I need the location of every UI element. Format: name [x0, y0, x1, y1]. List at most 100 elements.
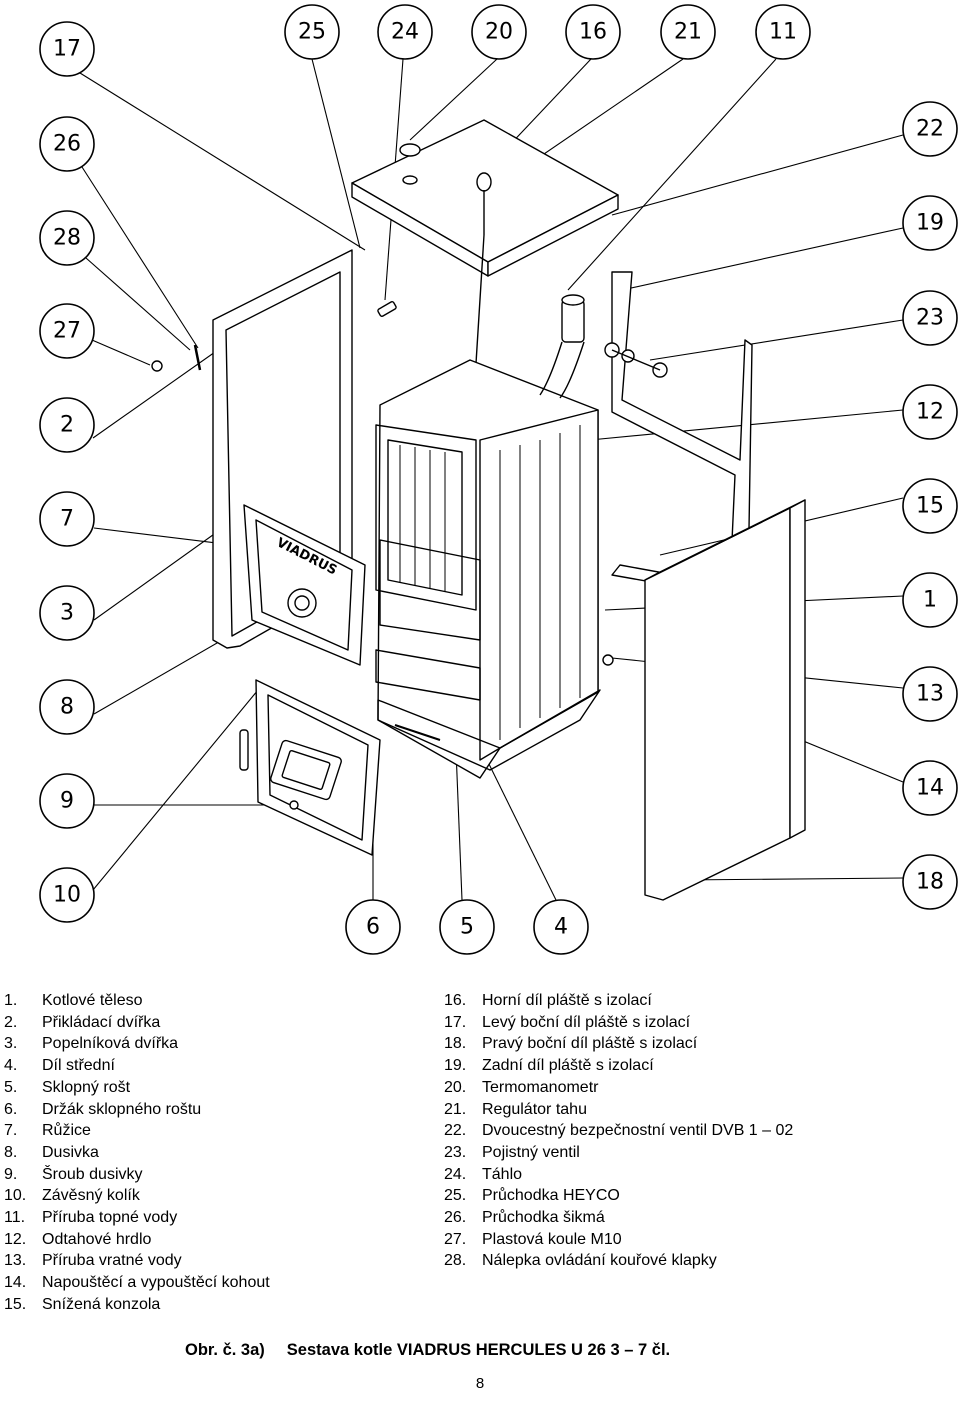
callout-14: 14: [916, 776, 944, 801]
boiler-base: [377, 689, 601, 771]
rosette: [287, 588, 317, 618]
callout-7: 7: [60, 507, 74, 532]
callout-11: 11: [769, 20, 797, 45]
legend-item-13: 13.Příruba vratné vody: [4, 1252, 182, 1270]
middle-section: [379, 539, 481, 641]
callout-9: 9: [60, 789, 74, 814]
callout-circle-20: [471, 4, 527, 60]
callout-1: 1: [923, 588, 937, 613]
callout-circle-9: [39, 773, 95, 829]
callout-2: 2: [60, 413, 74, 438]
cover-hole: [402, 175, 418, 185]
callout-23: 23: [916, 306, 944, 331]
callout-circle-15: [902, 478, 958, 534]
legend-item-10: 10.Závěsný kolík: [4, 1187, 140, 1205]
page-number: 8: [475, 1375, 485, 1392]
callout-circle-5: [439, 899, 495, 955]
callout-circle-27: [39, 303, 95, 359]
flue-outlet: [561, 299, 585, 343]
legend-item-18: 18.Pravý boční díl pláště s izolací: [444, 1035, 698, 1053]
callout-circle-16: [565, 4, 621, 60]
draught-regulator: [476, 172, 492, 192]
caption-title: Sestava kotle VIADRUS HERCULES U 26 3 – …: [286, 1341, 671, 1359]
legend-item-24: 24.Táhlo: [444, 1165, 523, 1183]
figure-caption: Obr. č. 3a) Sestava kotle VIADRUS HERCULE…: [185, 1341, 670, 1360]
callout-circle-19: [902, 195, 958, 251]
legend-item-21: 21.Regulátor tahu: [444, 1100, 587, 1118]
legend-item-14: 14.Napouštěcí a vypouštěcí kohout: [4, 1274, 270, 1292]
callout-24: 24: [391, 20, 419, 45]
grate-area: [375, 649, 481, 701]
callout-circle-28: [39, 210, 95, 266]
callout-circle-24: [377, 4, 433, 60]
callout-19: 19: [916, 211, 944, 236]
legend-item-27: 27.Plastová koule M10: [444, 1230, 622, 1248]
legend-item-22: 22.Dvoucestný bezpečnostní ventil DVB 1 …: [444, 1122, 794, 1140]
callout-15: 15: [916, 494, 944, 519]
thermometer-port: [399, 143, 421, 157]
callout-10: 10: [53, 883, 81, 908]
legend-item-12: 12.Odtahové hrdlo: [4, 1230, 152, 1248]
callout-5: 5: [460, 915, 474, 940]
legend-item-17: 17.Levý boční díl pláště s izolací: [444, 1013, 691, 1031]
callout-circle-11: [755, 4, 811, 60]
legend-item-5: 5.Sklopný rošt: [4, 1078, 131, 1096]
legend-item-4: 4.Díl střední: [4, 1057, 115, 1075]
callout-27: 27: [53, 319, 81, 344]
callout-circle-26: [39, 116, 95, 172]
legend-item-9: 9.Šroub dusivky: [4, 1165, 143, 1183]
right-side-panel: [644, 507, 791, 901]
callout-22: 22: [916, 117, 944, 142]
door-hinge: [239, 729, 249, 771]
feeding-door: [243, 504, 366, 666]
callout-circle-2: [39, 397, 95, 453]
callout-circle-23: [902, 290, 958, 346]
callout-circle-7: [39, 491, 95, 547]
upper-opening-frame: [375, 424, 477, 611]
callout-20: 20: [485, 20, 513, 45]
callout-circle-18: [902, 854, 958, 910]
callout-18: 18: [916, 870, 944, 895]
callout-circle-14: [902, 760, 958, 816]
callout-8: 8: [60, 695, 74, 720]
callout-16: 16: [579, 20, 607, 45]
callout-4: 4: [554, 915, 568, 940]
exploded-assembly-diagram: 17 26 28 27 2 7 3 8 9 10 25 24 20 16 21 …: [39, 4, 958, 955]
callout-circle-4: [533, 899, 589, 955]
callout-circle-22: [902, 101, 958, 157]
caption-label: Obr. č. 3a): [185, 1341, 265, 1359]
legend-item-23: 23.Pojistný ventil: [444, 1143, 580, 1161]
top-cover-side-edge: [487, 194, 619, 277]
callout-circle-17: [39, 21, 95, 77]
callout-17: 17: [53, 37, 81, 62]
legend-item-19: 19.Zadní díl pláště s izolací: [444, 1057, 654, 1075]
legend-item-25: 25.Průchodka HEYCO: [444, 1187, 620, 1205]
legend-item-16: 16.Horní díl pláště s izolací: [444, 992, 652, 1009]
callout-3: 3: [60, 601, 74, 626]
callout-6: 6: [366, 915, 380, 940]
callout-circle-21: [660, 4, 716, 60]
legend-item-26: 26.Průchodka šikmá: [444, 1209, 605, 1227]
legend-item-11: 11.Příruba topné vody: [4, 1209, 178, 1227]
legend-item-6: 6.Držák sklopného roštu: [4, 1100, 202, 1118]
legend-item-28: 28.Nálepka ovládání kouřové klapky: [444, 1252, 717, 1270]
callout-circle-10: [39, 867, 95, 923]
callout-26: 26: [53, 132, 81, 157]
damper-screw: [289, 800, 299, 810]
parts-legend-right: 16.Horní díl pláště s izolací 17.Levý bo…: [444, 990, 944, 1272]
callout-circle-1: [902, 572, 958, 628]
legend-item-15: 15.Snížená konzola: [4, 1295, 161, 1313]
legend-item-1: 1.Kotlové těleso: [4, 992, 143, 1009]
callout-circle-3: [39, 585, 95, 641]
plastic-ball: [151, 360, 163, 372]
callout-circle-12: [902, 384, 958, 440]
parts-legend-left: 1.Kotlové těleso 2.Přikládací dvířka 3.P…: [4, 990, 424, 1316]
callout-12: 12: [916, 400, 944, 425]
legend-item-2: 2.Přikládací dvířka: [4, 1013, 161, 1031]
legend-item-20: 20.Termomanometr: [444, 1078, 599, 1096]
legend-item-3: 3.Popelníková dvířka: [4, 1035, 179, 1053]
callout-25: 25: [298, 20, 326, 45]
legend-item-8: 8.Dusivka: [4, 1143, 99, 1161]
legend-item-7: 7.Růžice: [4, 1122, 91, 1140]
callout-13: 13: [916, 682, 944, 707]
